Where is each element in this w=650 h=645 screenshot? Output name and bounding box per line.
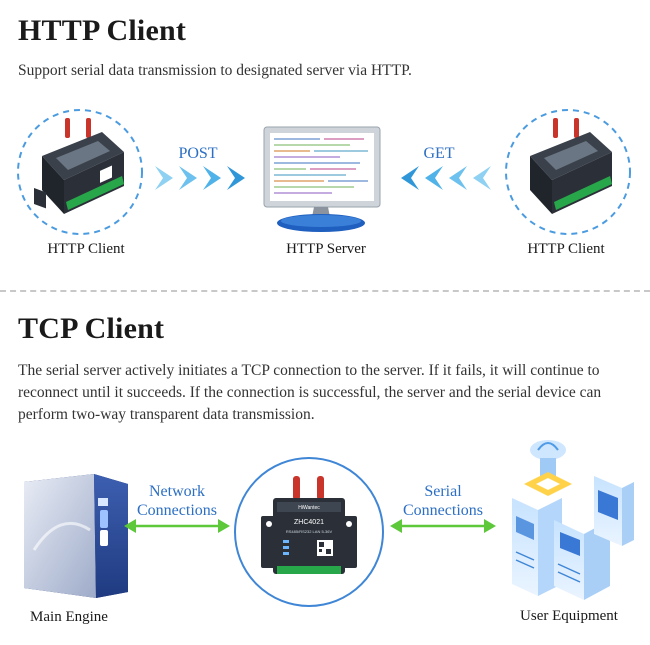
isometric-network-icon	[512, 440, 634, 600]
device-spec-text: RS485/RS232 LAN 5-36V	[286, 529, 333, 534]
main-engine-label: Main Engine	[30, 609, 108, 625]
serial-label-line2: Connections	[403, 502, 483, 519]
monitor-icon	[263, 126, 381, 232]
serial-server-device-icon: HiWantec ZHC4021 RS485/RS232 LAN 5-36V	[234, 457, 384, 607]
http-section-description: Support serial data transmission to desi…	[18, 62, 412, 79]
main-engine-illustration	[20, 470, 130, 600]
section-divider	[0, 290, 650, 292]
http-client-left-device	[12, 104, 148, 240]
serial-server-device-icon	[505, 109, 631, 235]
http-client-left-label: HTTP Client	[47, 241, 125, 257]
post-arrows	[155, 164, 255, 192]
tcp-section-description: The serial server actively initiates a T…	[18, 362, 602, 423]
http-client-right-label: HTTP Client	[527, 241, 605, 257]
http-client-right-device	[500, 104, 636, 240]
network-label-line1: Network	[149, 483, 205, 500]
serial-connections-label: Serial Connections	[384, 482, 502, 520]
serial-label-line1: Serial	[424, 483, 462, 500]
network-label-line2: Connections	[137, 502, 217, 519]
tcp-serial-server-device: HiWantec ZHC4021 RS485/RS232 LAN 5-36V	[231, 454, 387, 610]
device-model-text: ZHC4021	[294, 519, 324, 526]
tcp-section-title: TCP Client	[18, 312, 165, 345]
http-server-label: HTTP Server	[286, 241, 366, 257]
user-equipment-illustration	[498, 428, 636, 604]
network-connections-label: Network Connections	[118, 482, 236, 520]
http-section-title: HTTP Client	[18, 14, 187, 47]
serial-server-device-icon	[17, 109, 143, 235]
server-tower-icon	[24, 474, 128, 598]
get-arrows	[391, 164, 491, 192]
post-label: POST	[178, 145, 218, 162]
user-equipment-label: User Equipment	[520, 608, 618, 624]
serial-connection-arrow	[390, 518, 496, 534]
network-connection-arrow	[124, 518, 230, 534]
get-label: GET	[423, 145, 455, 162]
http-server-monitor	[260, 125, 382, 235]
device-brand-text: HiWantec	[298, 505, 320, 511]
